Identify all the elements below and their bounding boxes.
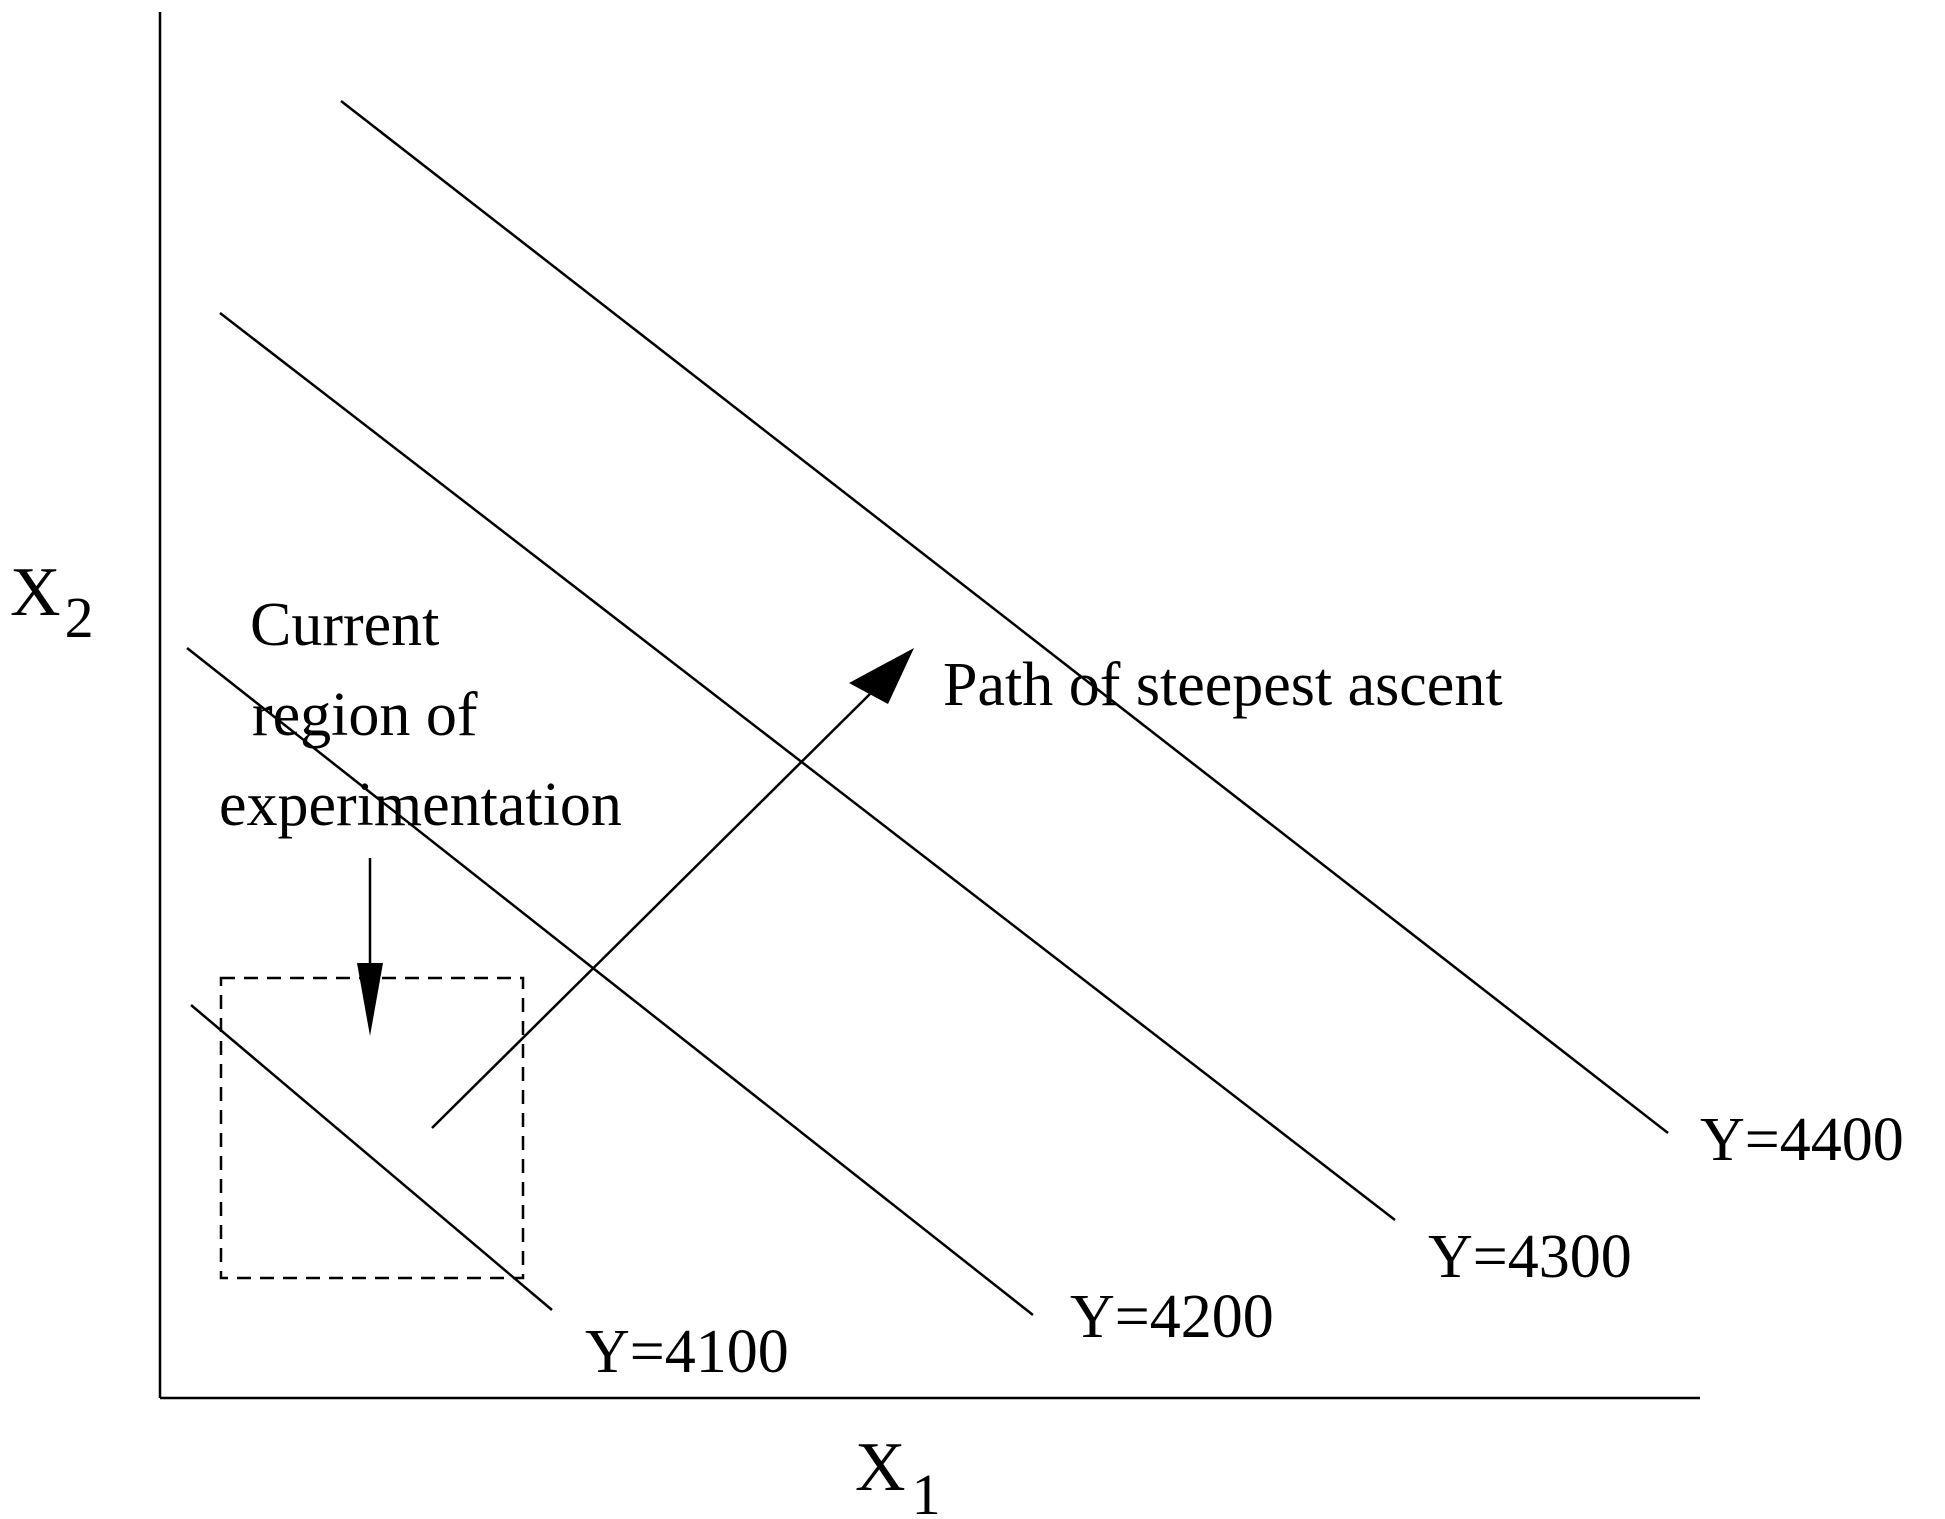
y-axis-label-subscript: 2 [65,585,94,650]
steepest-ascent-label: Path of steepest ascent [943,651,1503,719]
region-label-line-2: region of [252,681,478,749]
region-pointer-arrow-head [357,963,383,1036]
contour-label-4200: Y=4200 [1070,1283,1274,1351]
steepest-ascent-arrow-head [849,648,914,704]
contour-label-4100: Y=4100 [585,1318,789,1386]
contour-line-4100 [190,1004,553,1311]
contour-label-4400: Y=4400 [1700,1106,1904,1174]
contour-line-4300 [219,312,1396,1221]
x-axis-label-main: X [855,1429,906,1506]
x-axis-label-subscript: 1 [912,1462,941,1519]
y-axis-label-main: X [10,554,61,631]
region-label-line-1: Current [250,591,439,659]
region-label-line-3: experimentation [219,771,622,839]
y-axis-label: X2 [10,554,94,650]
steepest-ascent-arrow-shaft [431,687,877,1129]
contour-label-4300: Y=4300 [1428,1223,1632,1291]
contour-line-4200 [186,647,1034,1316]
contour-line-4400 [340,100,1669,1134]
